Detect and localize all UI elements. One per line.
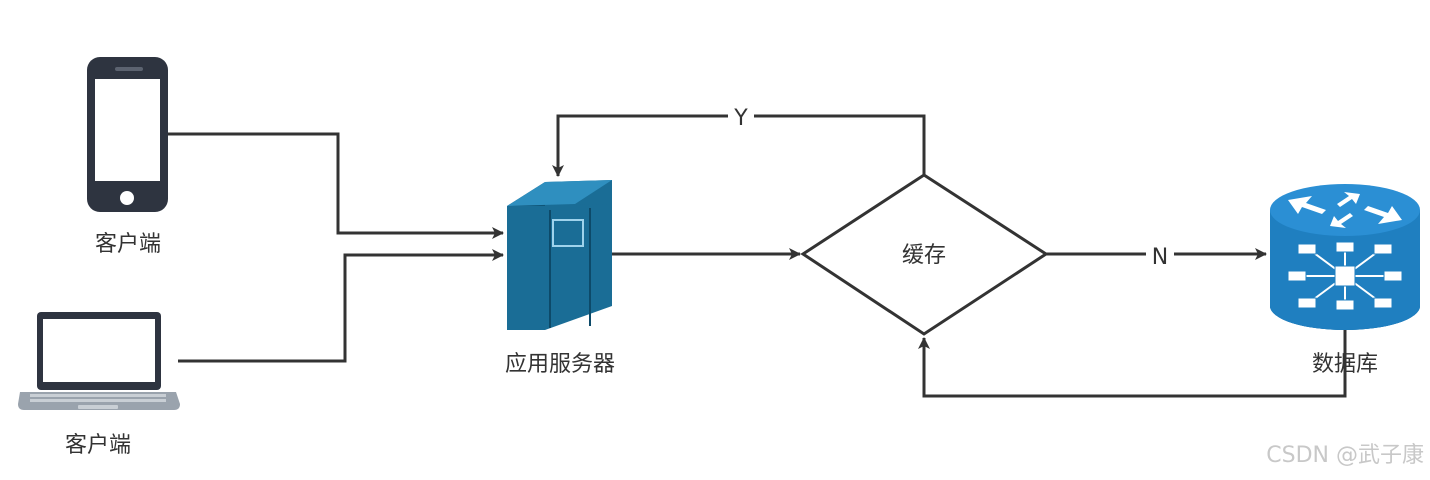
cache-label: 缓存 — [902, 243, 946, 268]
laptop-client-label: 客户端 — [65, 433, 131, 458]
app-server-label: 应用服务器 — [505, 352, 615, 377]
watermark: CSDN @武子康 — [1266, 443, 1424, 468]
edge-label-no: N — [1152, 245, 1168, 270]
router-database-icon — [1270, 184, 1420, 330]
cache-decision-diamond — [800, 173, 1049, 336]
server-icon — [507, 180, 612, 330]
smartphone-icon — [87, 57, 168, 212]
laptop-icon — [18, 312, 180, 410]
edge-label-yes: Y — [733, 106, 748, 131]
edge-database-to-cache — [918, 330, 1347, 398]
edge-phone-to-server — [168, 132, 504, 239]
phone-client-label: 客户端 — [95, 232, 161, 257]
edge-laptop-to-server — [178, 249, 504, 363]
database-label: 数据库 — [1312, 352, 1378, 377]
